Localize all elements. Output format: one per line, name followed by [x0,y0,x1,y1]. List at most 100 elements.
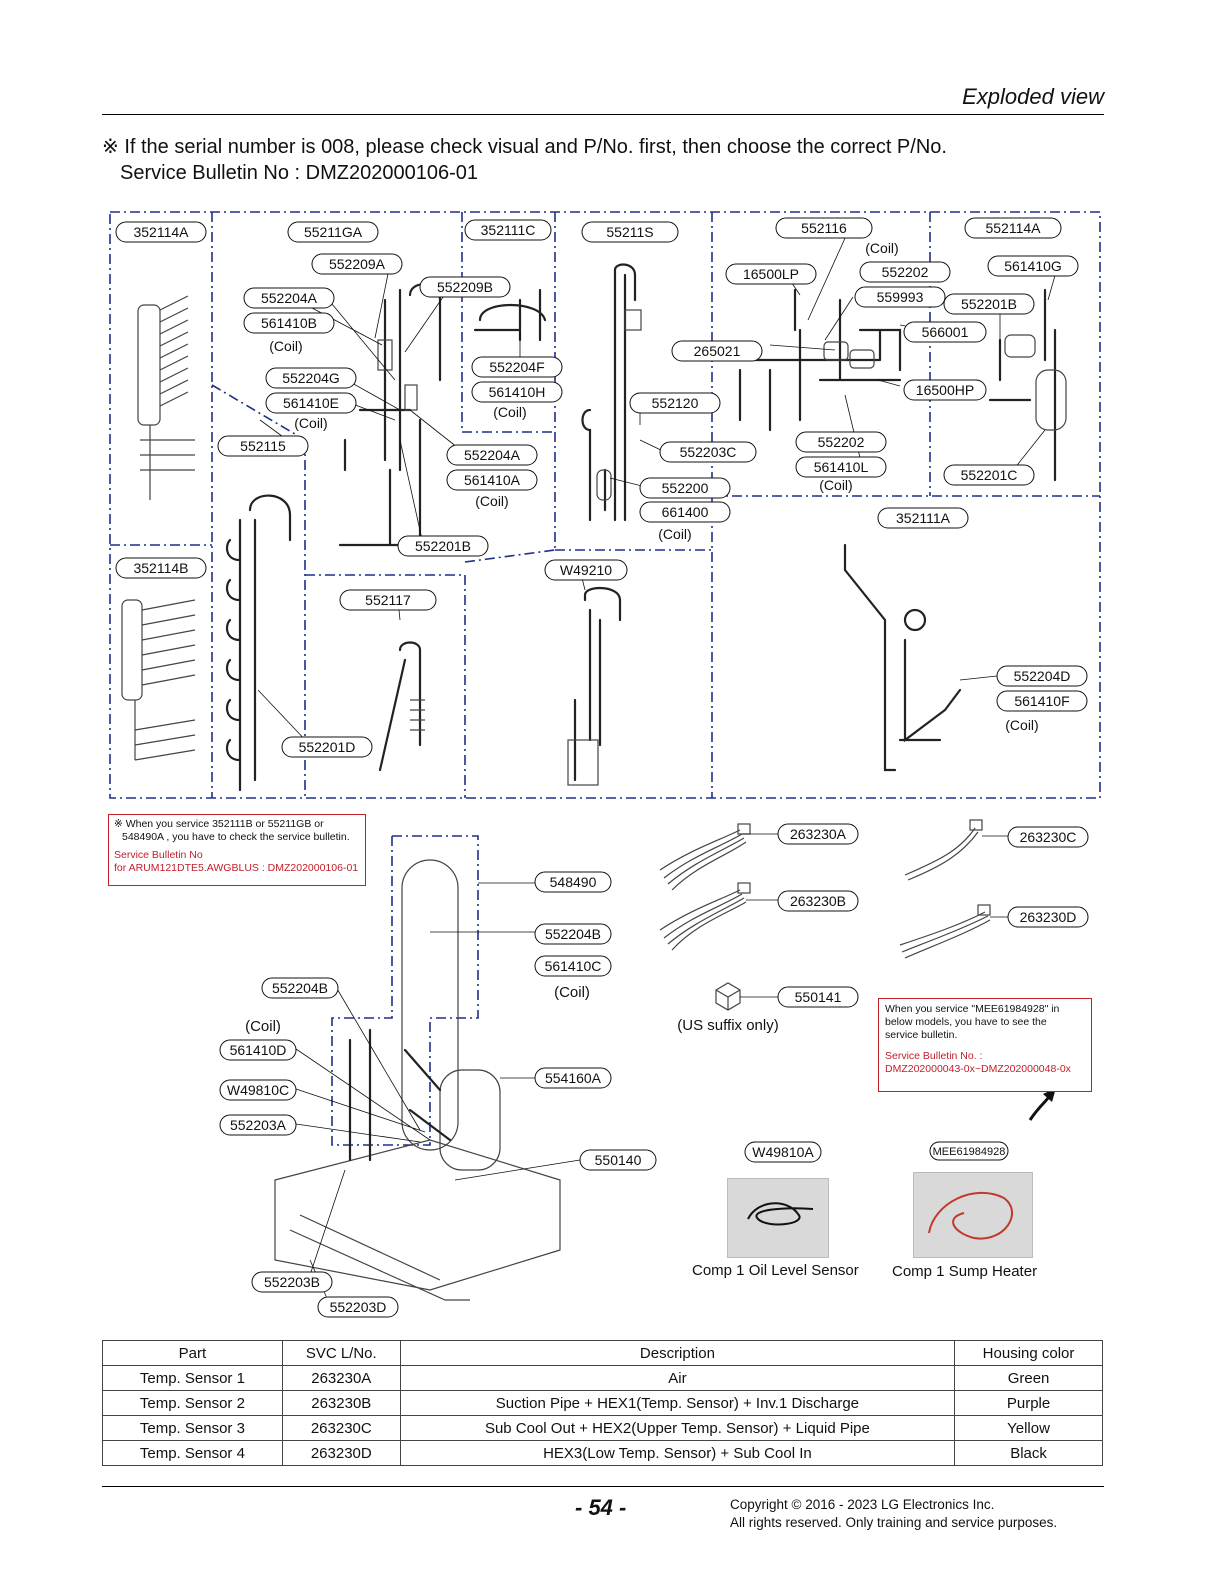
part-label: 552204G [282,370,340,386]
part-label: 661400 [662,504,709,520]
part-labels-upper: 352114A 55211GA 352111C 55211S 552116 55… [115,217,1088,758]
table-cell: 263230D [281,1440,401,1466]
bulletin-notice-left: ※ When you service 352111B or 55211GB or… [108,814,366,886]
serial-notice: ※ If the serial number is 008, please ch… [102,134,947,186]
coil-label: (Coil) [554,984,590,1001]
part-label: 552203C [680,444,737,460]
part-label: 552204B [272,980,328,996]
part-label: 561410H [489,384,546,400]
bulletin-line: 548490A , you have to check the service … [122,831,350,843]
part-label: 552204A [261,290,318,306]
part-label: 566001 [922,324,969,340]
table-cell: 263230A [281,1365,401,1391]
bulletin-line: Service Bulletin No. : [885,1050,983,1062]
leader-lines [257,235,1059,1306]
part-label: 552203B [264,1274,320,1290]
page-number: - 54 - [575,1495,627,1520]
part-label: 561410C [545,958,602,974]
coil-label: (Coil) [658,526,691,542]
sump-heater-photo [913,1172,1033,1258]
part-label: W49810A [752,1144,814,1160]
part-label: 552209A [329,256,386,272]
part-label: 561410L [814,459,869,475]
part-label: 55211GA [304,224,363,240]
bulletin-notice-right: When you service "MEE61984928" in below … [878,998,1092,1092]
cable-icon [747,1202,814,1226]
part-label: 552204D [1014,668,1071,684]
bulletin-line: below models, you have to see the [885,1016,1047,1028]
table-cell: Purple [954,1390,1103,1416]
page-header-title: Exploded view [962,84,1104,109]
part-label: 561410E [283,395,339,411]
part-label: 552117 [365,592,411,608]
copyright-line-2: All rights reserved. Only training and s… [730,1515,1058,1530]
table-cell: Yellow [954,1415,1103,1441]
part-label: 561410B [261,315,317,331]
coil-label: (Coil) [475,493,508,509]
table-row: Temp. Sensor 4 263230D HEX3(Low Temp. Se… [102,1440,1103,1466]
coil-labels-upper: (Coil) (Coil) (Coil) (Coil) (Coil) (Coil… [269,240,1038,733]
heater-cable-icon [928,1192,1014,1240]
bulletin-line: for ARUM121DTE5.AWGBLUS : DMZ202000106-0… [114,862,359,874]
table-cell: 263230B [281,1390,401,1416]
footer-rule [102,1486,1104,1487]
table-cell: Temp. Sensor 4 [102,1440,283,1466]
coil-labels-lower: (Coil) (Coil) (US suffix only) [245,984,779,1035]
table-row: Temp. Sensor 1 263230A Air Green [102,1365,1103,1391]
bulletin-line: service bulletin. [885,1029,958,1041]
part-label: 550140 [595,1152,642,1168]
bulletin-line: Service Bulletin No [114,849,203,861]
part-label: 16500HP [916,382,974,398]
table-cell: Temp. Sensor 3 [102,1415,283,1441]
table-cell: Green [954,1365,1103,1391]
part-label: 552202 [882,264,929,280]
part-label: 561410A [464,472,521,488]
part-label: 263230D [1020,909,1077,925]
bulletin-line: When you service "MEE61984928" in [885,1003,1060,1015]
part-label: 352111C [481,222,536,238]
notice-line-1: ※ If the serial number is 008, please ch… [102,136,947,158]
part-label: 552201C [961,467,1018,483]
table-cell: Temp. Sensor 1 [102,1365,283,1391]
part-label: 552204B [545,926,601,942]
part-label: 552204A [464,447,521,463]
part-label: 552209B [437,279,493,295]
table-cell: 263230C [281,1415,401,1441]
coil-label: (Coil) [269,338,302,354]
part-label: 552204F [489,359,544,375]
part-label: 552203D [330,1299,387,1315]
part-label: 352114B [133,560,188,576]
table-header: SVC L/No. [281,1340,401,1366]
part-label: 559993 [877,289,924,305]
table-row: Temp. Sensor 3 263230C Sub Cool Out + HE… [102,1415,1103,1441]
part-label: 352114A [133,224,189,240]
part-label: W49210 [560,562,612,578]
coil-label: (Coil) [294,415,327,431]
table-cell: Sub Cool Out + HEX2(Upper Temp. Sensor) … [399,1415,956,1441]
notice-line-2: Service Bulletin No : DMZ202000106-01 [120,162,478,184]
part-label: 265021 [694,343,741,359]
table-cell: Air [399,1365,956,1391]
table-header: Part [102,1340,283,1366]
copyright-line-1: Copyright © 2016 - 2023 LG Electronics I… [730,1497,995,1512]
part-label: 554160A [545,1070,602,1086]
part-label: 263230A [790,826,847,842]
part-drawings [121,263,1067,1301]
part-label: 55211S [606,224,653,240]
part-label: 263230B [790,893,846,909]
table-cell: Black [954,1440,1103,1466]
bulletin-line: DMZ202000043-0x~DMZ202000048-0x [885,1063,1071,1075]
oil-level-sensor-photo [727,1178,829,1258]
part-label: 550141 [795,989,842,1005]
part-label: 552201B [961,296,1017,312]
part-label: 561410G [1004,258,1062,274]
part-label: MEE61984928 [933,1146,1006,1158]
part-label: 352111A [896,510,951,526]
part-label: 552115 [240,438,286,454]
table-header: Housing color [954,1340,1103,1366]
table-cell: Temp. Sensor 2 [102,1390,283,1416]
sump-heater-caption: Comp 1 Sump Heater [892,1263,1038,1280]
coil-label: (Coil) [1005,717,1038,733]
part-label: 552201B [415,538,471,554]
table-row: Temp. Sensor 2 263230B Suction Pipe + HE… [102,1390,1103,1416]
